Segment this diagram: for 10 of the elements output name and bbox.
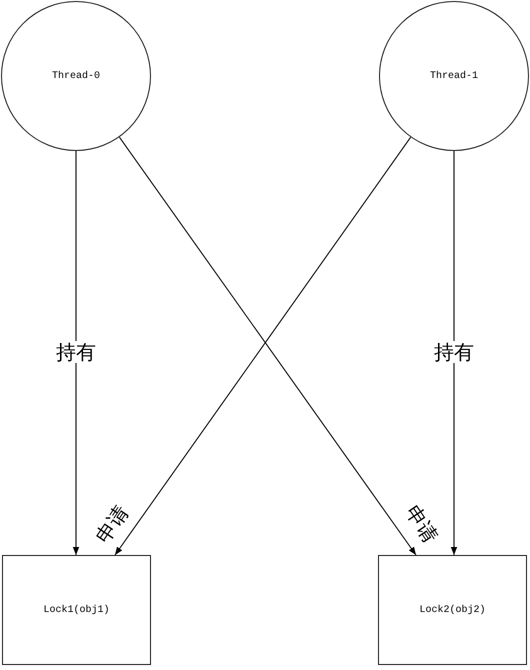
node-label: Lock1(obj1) [43,604,110,616]
lock-box [2,555,151,665]
edge-label: 持有 [55,341,97,363]
edge-label: 持有 [433,341,475,363]
node-label: Thread-1 [430,70,478,82]
arrow [450,150,458,556]
node-label: Lock2(obj2) [419,604,486,616]
node-label: Thread-0 [52,70,100,82]
lock-box [378,555,527,665]
arrow [72,150,80,556]
